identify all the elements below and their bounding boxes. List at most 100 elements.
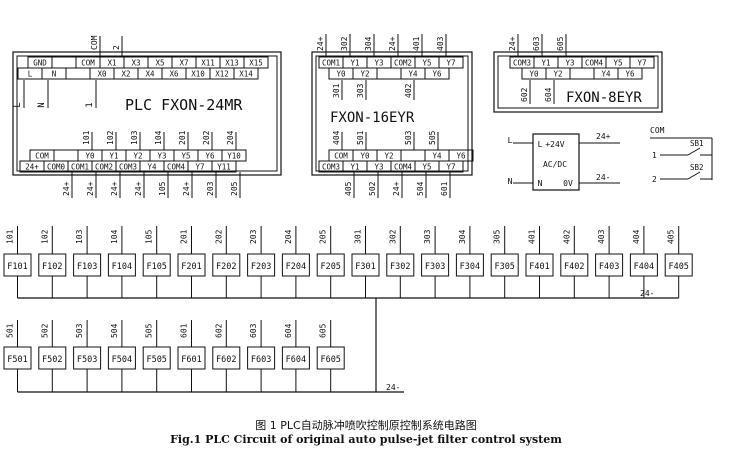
valve-label: F403 (599, 262, 619, 272)
main-top-row1-label: COM (81, 59, 95, 68)
valve-label: F205 (320, 262, 340, 272)
main-top-row2-label: X0 (97, 70, 107, 79)
switch-contact (687, 171, 701, 180)
ext8-inner-label: 604 (544, 87, 553, 102)
main-bot-wire-label: 24+ (110, 181, 119, 196)
valve-label: F502 (42, 355, 62, 365)
ext16-bot-row1-cell (400, 149, 426, 162)
ext16-top-row1-label: Y5 (422, 59, 431, 68)
valve-label: F604 (286, 355, 306, 365)
valve-label: F105 (146, 262, 166, 272)
ext16-title: FXON-16EYR (330, 110, 415, 126)
valve-wire-label: 101 (6, 229, 15, 244)
psu-box (532, 133, 580, 191)
valve-label: F402 (564, 262, 584, 272)
ext16-inner-label: 301 (332, 83, 341, 98)
valve-label: F505 (146, 355, 166, 365)
main-bot-row1-label: Y0 (85, 152, 95, 161)
main-side-label: 1 (85, 102, 95, 107)
ext16-bot-row1-label: COM (334, 152, 348, 161)
main-top-row2-label: X6 (169, 70, 179, 79)
ext8-row1-label: Y5 (613, 59, 622, 68)
main-bot-row2-cell (211, 160, 237, 173)
valve-label: F301 (355, 262, 375, 272)
valve-label: F103 (77, 262, 97, 272)
ext8-row2-cell (617, 67, 643, 80)
main-module-title: PLC FXON-24MR (125, 96, 243, 114)
ext16-top-row2-cell (424, 67, 450, 80)
main-bot-row2-label: Y7 (195, 163, 204, 172)
ext16-bot-row1-label: Y6 (456, 152, 466, 161)
ext8-row1-label: Y7 (637, 59, 646, 68)
valve-label: F603 (251, 355, 271, 365)
ext16-bot-row1-label: Y4 (432, 152, 442, 161)
main-bot-row1-label: Y6 (205, 152, 215, 161)
valve-bus-label-1: 24- (640, 289, 654, 298)
valve-label: F501 (7, 355, 27, 365)
ext16-bot-row2-label: Y7 (446, 163, 455, 172)
caption-chinese: 图 1 PLC自动脉冲喷吹控制原控制系统电路图 (255, 419, 477, 432)
main-bot-row1-label: Y5 (181, 152, 190, 161)
valve-label: F401 (529, 262, 549, 272)
main-bot-wire-label: 105 (158, 181, 167, 196)
main-bot-row2-label: Y4 (147, 163, 157, 172)
ext16-bot-wire-label: 502 (368, 181, 377, 196)
ext16-top-row1-label: COM2 (394, 59, 412, 68)
ext16-bot-row1-label: Y0 (360, 152, 370, 161)
ext16-inner-bot-label: 501 (356, 130, 365, 145)
main-bot-row1-label: Y10 (227, 152, 241, 161)
ext16-top-row2-cell (376, 67, 402, 80)
ext8-row2-label: Y2 (553, 70, 562, 79)
ext16-top-row1-cell (438, 56, 464, 69)
ext16-bot-row2-label: COM3 (322, 163, 340, 172)
ext16-bot-row1-label: Y2 (384, 152, 393, 161)
ext8-top-wire-label: 603 (532, 36, 541, 51)
valve-label: F303 (425, 262, 445, 272)
valve-label: F305 (494, 262, 514, 272)
valve-wire-label: 305 (493, 229, 502, 244)
main-bot-top-wire-label: 103 (130, 130, 139, 145)
ext16-bot-wire-label: 24+ (392, 181, 401, 196)
main-top-row1-label: X15 (249, 59, 263, 68)
main-module-frame (12, 51, 282, 176)
ext8-row1-label: Y3 (565, 59, 574, 68)
main-bot-row1-label: COM (35, 152, 49, 161)
ext8-row2-label: Y6 (625, 70, 635, 79)
ext16-bot-row2-label: Y5 (422, 163, 431, 172)
ext16-top-wire-label: 304 (364, 36, 373, 51)
valve-label: F405 (668, 262, 688, 272)
psu-label-24v: +24V (545, 140, 564, 149)
valve-wire-label: 102 (40, 229, 49, 244)
psu-output-neg-label: 24- (596, 173, 610, 182)
main-top-row1-label: X1 (107, 59, 116, 68)
ext16-top-row1-label: Y7 (446, 59, 455, 68)
main-top-row1-label: X11 (201, 59, 215, 68)
valve-wire-label: 303 (423, 229, 432, 244)
main-top-row2-label: X4 (145, 70, 155, 79)
main-bot-row1-cell (53, 149, 79, 162)
valve-label: F404 (634, 262, 654, 272)
ext8-row1-label: COM3 (513, 59, 531, 68)
main-top-wire-label: 2 (112, 45, 121, 50)
main-top-row2-label: N (52, 70, 57, 79)
main-top-row2-label: L (28, 70, 33, 79)
main-bot-row1-label: Y2 (133, 152, 142, 161)
ext8-title: FXON-8EYR (566, 90, 642, 106)
psu-pin-0v: 0V (563, 179, 573, 188)
ext16-top-row2-label: Y2 (360, 70, 369, 79)
switch-com-label: COM (650, 126, 665, 135)
valve-wire-label: 203 (249, 229, 258, 244)
valve-wire-label: 604 (284, 323, 293, 338)
ext8-top-wire-label: 24+ (508, 36, 517, 51)
switch-name: SB1 (690, 139, 704, 148)
ext8-frame (493, 51, 663, 113)
valve-wire-label: 603 (249, 323, 258, 338)
valve-wire-label: 103 (75, 229, 84, 244)
valve-label: F601 (181, 355, 201, 365)
switch-contact (687, 147, 701, 156)
valve-wire-label: 502 (40, 323, 49, 338)
